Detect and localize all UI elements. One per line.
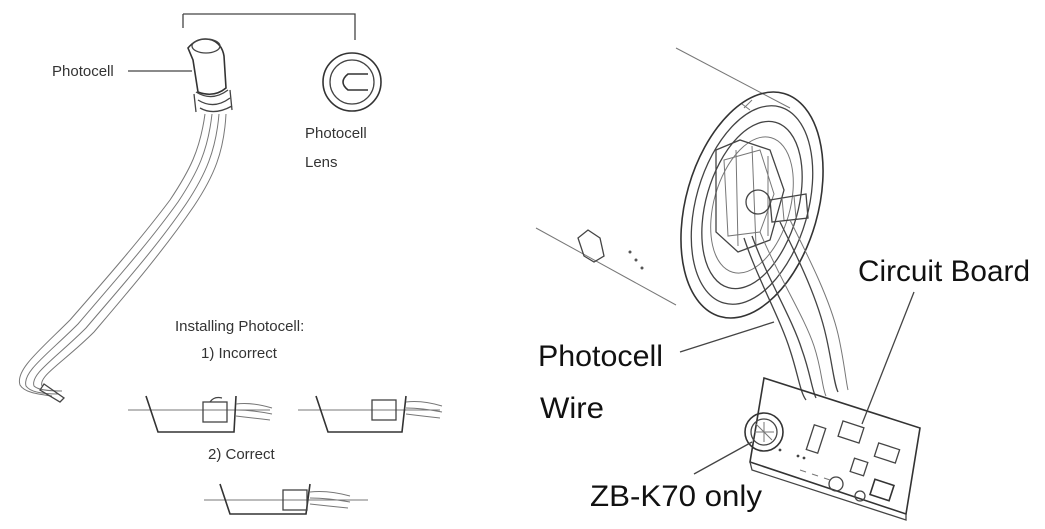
right-panel: Circuit Board Photocell Wire ZB-K70 only xyxy=(535,47,1030,521)
left-panel: Photocell Photocell Lens Installing Phot… xyxy=(18,13,443,515)
circuit-board xyxy=(749,376,921,521)
incorrect-install-example-1 xyxy=(128,395,273,433)
zb-k70-leader-line xyxy=(693,441,753,475)
photocell-wire-label-line1: Photocell xyxy=(538,340,663,373)
correct-label: 2) Correct xyxy=(208,446,276,463)
photocell-label: Photocell xyxy=(52,63,114,80)
grouping-bracket xyxy=(182,13,356,40)
zb-k70-note-label: ZB-K70 only xyxy=(590,480,762,513)
incorrect-label: 1) Incorrect xyxy=(201,345,278,362)
photocell-lens-icon xyxy=(322,52,382,112)
lamp-assembly xyxy=(680,91,824,319)
photocell-wire-bundle xyxy=(743,219,849,401)
zb-k70-knob xyxy=(744,412,784,452)
circuit-board-leader-line xyxy=(861,291,915,425)
photocell-sensor xyxy=(18,38,233,403)
correct-install-example xyxy=(204,483,368,515)
circuit-board-label: Circuit Board xyxy=(858,255,1030,288)
installing-photocell-title: Installing Photocell: xyxy=(175,318,304,335)
photocell-lens-label-line2: Lens xyxy=(305,154,338,171)
photocell-lens-label-line1: Photocell xyxy=(305,125,367,142)
photocell-wire-leader-line xyxy=(679,321,775,353)
incorrect-install-example-2 xyxy=(298,395,443,433)
photocell-wire-label-line2: Wire xyxy=(540,392,604,425)
fixture-housing xyxy=(535,47,791,306)
